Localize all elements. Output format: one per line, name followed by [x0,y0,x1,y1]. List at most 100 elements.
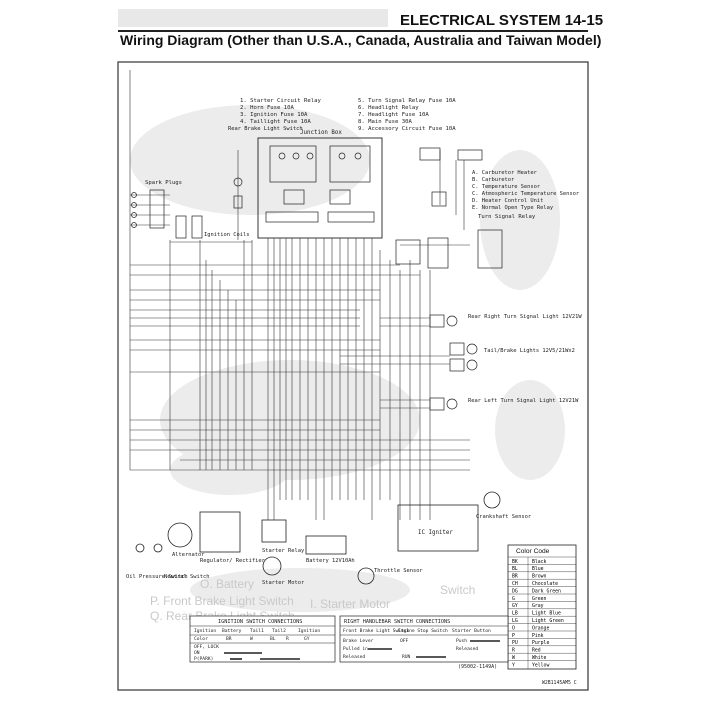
legend-item: A. Carburetor Heater [472,170,538,176]
legend-item: B. Carburetor [472,177,515,183]
tail-light-label: Tail/Brake Lights 12V5/21Wx2 [484,348,575,354]
junction-box-label: Junction Box [300,130,342,136]
section-header: ELECTRICAL SYSTEM 14-15 [400,12,604,29]
color-code-abbr: LB [512,611,518,617]
rear-right-light-label: Rear Right Turn Signal Light 12V21W [468,314,582,320]
color-code-name: Chocolate [532,581,558,587]
faded-header-bar [118,9,388,27]
spark-plugs [131,189,165,229]
color-code-abbr: Y [512,662,515,668]
color-code-abbr: DG [512,588,518,594]
color-code-abbr: PU [512,640,518,646]
ign-header: Ignition [298,628,320,634]
color-code-abbr: CH [512,581,518,587]
ign-color-cell: Color [194,636,208,642]
alternator-label: Alternator [172,552,205,558]
ign-row: OFF, LOCK [194,644,219,650]
faint-text: O. Battery [200,577,254,591]
color-code-name: Red [532,648,541,654]
faint-text: P. Front Brake Light Switch [150,594,294,608]
sensor-legend: A. Carburetor Heater B. Carburetor C. Te… [472,170,580,211]
legend-item: 2. Horn Fuse 10A [240,105,295,111]
rh-header: Starter Button [452,628,491,634]
legend-item: 8. Main Fuse 30A [358,119,413,125]
color-code-abbr: G [512,596,515,602]
ign-header: Tail1 [250,628,264,634]
rh-header: Front Brake Light Switch [343,628,410,634]
rear-brake-switch-label: Rear Brake Light Switch [228,126,303,132]
rh-table-title: RIGHT HANDLEBAR SWITCH CONNECTIONS [344,619,450,625]
faint-text: I. Starter Motor [310,597,390,611]
rh-row: Pulled in [343,646,368,652]
rh-header: Engine Stop Switch [398,628,448,634]
ign-header: Battery [222,628,242,634]
color-code-abbr: R [512,648,515,654]
legend-item: 4. Taillight Fuse 10A [240,119,311,125]
ign-row: P(PARK) [194,656,213,662]
junction-internals [265,145,375,223]
ignition-coils-label: Ignition Coils [204,232,249,238]
legend-item: C. Temperature Sensor [472,184,541,190]
color-code-abbr: O [512,625,515,631]
battery-label: Battery 12V10Ah [306,558,355,564]
footer-code: W2B1145AM5 C [542,680,577,686]
turn-relay-label: Turn Signal Relay [478,214,536,220]
color-code-name: Blue [532,566,544,572]
color-code-name: White [532,655,547,661]
color-code-abbr: BR [512,574,518,580]
spark-plugs-label: Spark Plugs [145,180,182,186]
ign-color-cell: BL [270,636,276,642]
color-code-abbr: LG [512,618,518,624]
legend-item: E. Normal Open Type Relay [472,205,554,211]
rear-left-light-label: Rear Left Turn Signal Light 12V21W [468,398,579,404]
color-code-abbr: BK [512,559,518,565]
horizontal-wires [130,194,470,471]
legend-item: 6. Headlight Relay [358,105,419,111]
neutral-switch-label: Neutral Switch [164,574,209,580]
rear-brake-switch [233,177,243,209]
part-number: (95002-1149A) [458,664,497,670]
ign-header: Tail2 [272,628,286,634]
throttle-label: Throttle Sensor [374,568,423,574]
color-code-name: Light Green [532,618,564,624]
bottom-components [135,491,501,585]
legend-item: C. Atmospheric Temperature Sensor [472,191,580,197]
legend-item: 5. Turn Signal Relay Fuse 10A [358,98,456,104]
color-code-name: Brown [532,574,547,580]
color-code-abbr: W [512,655,515,661]
legend-item: 9. Accessory Circuit Fuse 10A [358,126,456,132]
color-code-name: Dark Green [532,588,561,594]
legend-item: 3. Ignition Fuse 10A [240,112,308,118]
diagram-frame [117,61,589,691]
oil-switch-label: Oil Pressure Switch [126,574,188,580]
regulator-label: Regulator/ Rectifier [200,558,266,564]
page-title: Wiring Diagram (Other than U.S.A., Canad… [120,32,602,48]
legend-item: 7. Headlight Fuse 10A [358,112,429,118]
color-code-name: Light Blue [532,611,561,617]
starter-motor-label: Starter Motor [262,580,305,586]
faint-text: Switch [440,583,475,597]
color-code-name: Black [532,559,547,565]
ign-color-cell: GY [304,636,310,642]
color-code-title: Color Code [516,548,550,555]
color-code-name: Purple [532,640,549,646]
color-code-name: Orange [532,625,549,631]
legend-item: 1. Starter Circuit Relay [240,98,321,104]
ign-row: ON [194,650,200,656]
ign-color-cell: BR [226,636,232,642]
rh-row2: Push [456,638,467,644]
ign-color-cell: R [286,636,289,642]
rh-row2: OFF [400,638,409,644]
ic-igniter-label: IC Igniter [418,530,453,536]
junction-box [257,137,383,239]
rh-row2: RUN [402,654,411,660]
rear-lights [429,314,478,411]
header-rule [118,30,588,32]
color-code-name: Green [532,596,547,602]
fuse-legend: 1. Starter Circuit Relay 2. Horn Fuse 10… [240,98,456,132]
rh-row: Brake Lever [343,638,374,644]
ign-color-cell: W [250,636,253,642]
color-code-abbr: GY [512,603,518,609]
